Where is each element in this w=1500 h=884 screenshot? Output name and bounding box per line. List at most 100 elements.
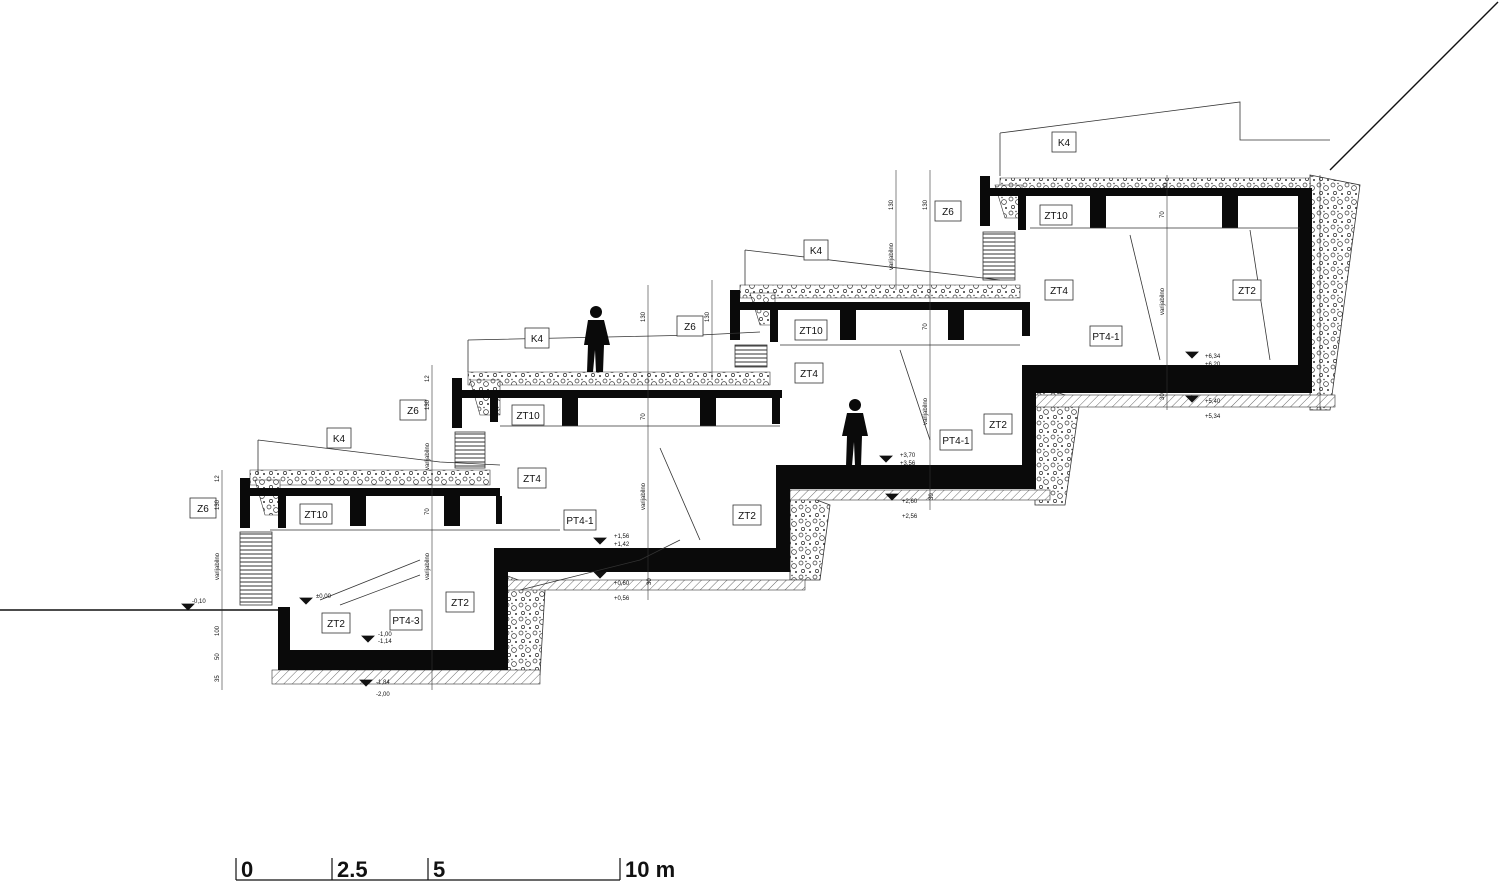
svg-text:+5,34: +5,34 [1205,414,1221,420]
svg-text:20: 20 [1163,183,1169,190]
svg-text:varijabilno: varijabilno [425,552,431,580]
tag-k4-2: K4 [524,327,550,349]
tag-k4-4: K4 [1051,131,1077,153]
terrain [0,1,1499,611]
svg-text:+2,60: +2,60 [902,499,918,505]
svg-text:ZT10: ZT10 [1044,211,1068,222]
svg-text:ZT4: ZT4 [800,369,818,380]
tag-k4-1: K4 [326,427,352,449]
svg-text:35: 35 [215,675,221,682]
tag-zt10-1: ZT10 [299,503,333,525]
svg-text:ZT4: ZT4 [1050,286,1068,297]
tag-pt4-3: PT4-3 [389,609,423,631]
railings [257,101,1330,606]
svg-text:30: 30 [647,578,653,585]
svg-text:varijabilno: varijabilno [641,482,647,510]
svg-text:+0,60: +0,60 [614,581,630,587]
tag-z6-2: Z6 [399,399,427,421]
svg-text:12: 12 [425,375,431,382]
svg-text:Z6: Z6 [197,504,209,515]
svg-text:100: 100 [215,625,221,636]
person-silhouette-upper [584,306,610,372]
svg-text:130: 130 [889,199,895,210]
svg-text:-1,84: -1,84 [376,680,390,686]
svg-text:70: 70 [641,413,647,420]
svg-text:ZT10: ZT10 [799,326,823,337]
tag-pt4-1-3: PT4-1 [1089,325,1123,347]
svg-text:+1,56: +1,56 [614,534,630,540]
svg-text:PT4-1: PT4-1 [942,436,970,447]
level-labels: -0,10 ±0,00 -1,00 -1,14 -1,84 -2,00 +1,5… [192,354,1221,698]
svg-text:K4: K4 [333,434,346,445]
svg-text:130: 130 [705,311,711,322]
svg-text:130: 130 [923,199,929,210]
svg-text:-0,10: -0,10 [192,599,206,605]
svg-text:+3,70: +3,70 [900,453,916,459]
svg-text:70: 70 [923,323,929,330]
svg-text:130: 130 [641,311,647,322]
svg-text:PT4-3: PT4-3 [392,616,420,627]
svg-text:12: 12 [215,475,221,482]
svg-text:K4: K4 [810,246,823,257]
scale-label-2-5: 2.5 [337,857,368,882]
tag-z6-4: Z6 [934,200,962,222]
svg-text:Z6: Z6 [684,322,696,333]
svg-text:+1,42: +1,42 [614,542,630,548]
svg-text:varijabilno: varijabilno [425,442,431,470]
person-silhouette-lower [842,399,868,466]
dimension-labels: 12 130 varijabilno 100 50 35 12 130 vari… [215,183,1169,682]
svg-text:-1,14: -1,14 [378,639,392,645]
tag-pt4-1-1: PT4-1 [563,509,597,531]
svg-text:K4: K4 [531,334,544,345]
dimension-lines [221,170,1321,690]
svg-text:ZT2: ZT2 [327,619,345,630]
svg-text:varijabilno: varijabilno [215,552,221,580]
tag-zt2-1: ZT2 [321,612,351,634]
svg-text:varijabilno: varijabilno [923,397,929,425]
tag-zt10-3: ZT10 [794,319,828,341]
svg-text:+0,56: +0,56 [614,596,630,602]
tag-zt4-2: ZT4 [794,362,824,384]
svg-text:+6,34: +6,34 [1205,354,1221,360]
svg-text:PT4-1: PT4-1 [566,516,594,527]
svg-text:+2,56: +2,56 [902,514,918,520]
svg-text:70: 70 [425,508,431,515]
svg-text:varijabilno: varijabilno [1160,287,1166,315]
scale-label-5: 5 [433,857,445,882]
tag-zt4-3: ZT4 [1044,279,1074,301]
svg-text:+3,56: +3,56 [900,461,916,467]
svg-text:ZT2: ZT2 [1238,286,1256,297]
tag-zt10-4: ZT10 [1039,204,1073,226]
tag-z6-1: Z6 [189,497,217,519]
svg-text:30: 30 [929,493,935,500]
svg-text:-1,00: -1,00 [378,632,392,638]
tag-zt10-2: ZT10 [511,404,545,426]
svg-text:ZT4: ZT4 [523,474,541,485]
svg-text:Z6: Z6 [407,406,419,417]
svg-text:130: 130 [215,499,221,510]
scale-label-0: 0 [241,857,253,882]
svg-text:K4: K4 [1058,138,1071,149]
svg-text:+6,20: +6,20 [1205,362,1221,368]
scale-bar: 0 2.5 5 10 m [235,857,675,882]
svg-text:±0,00: ±0,00 [316,594,332,600]
svg-text:ZT2: ZT2 [989,420,1007,431]
level-markers [181,351,1199,687]
svg-text:ZT2: ZT2 [738,511,756,522]
tag-pt4-1-2: PT4-1 [939,429,973,451]
tag-zt4-1: ZT4 [517,467,547,489]
svg-text:Z6: Z6 [942,207,954,218]
tag-zt2-4: ZT2 [983,413,1013,435]
svg-text:50: 50 [215,653,221,660]
scale-label-10m: 10 m [625,857,675,882]
tag-k4-3: K4 [803,239,829,261]
svg-text:ZT2: ZT2 [451,598,469,609]
svg-text:+5,40: +5,40 [1205,399,1221,405]
svg-text:ZT10: ZT10 [516,411,540,422]
tag-zt2-5: ZT2 [1232,279,1262,301]
svg-text:-2,00: -2,00 [376,692,390,698]
facade-louvers [239,231,1016,606]
tag-zt2-3: ZT2 [732,504,762,526]
svg-text:30: 30 [1160,393,1166,400]
